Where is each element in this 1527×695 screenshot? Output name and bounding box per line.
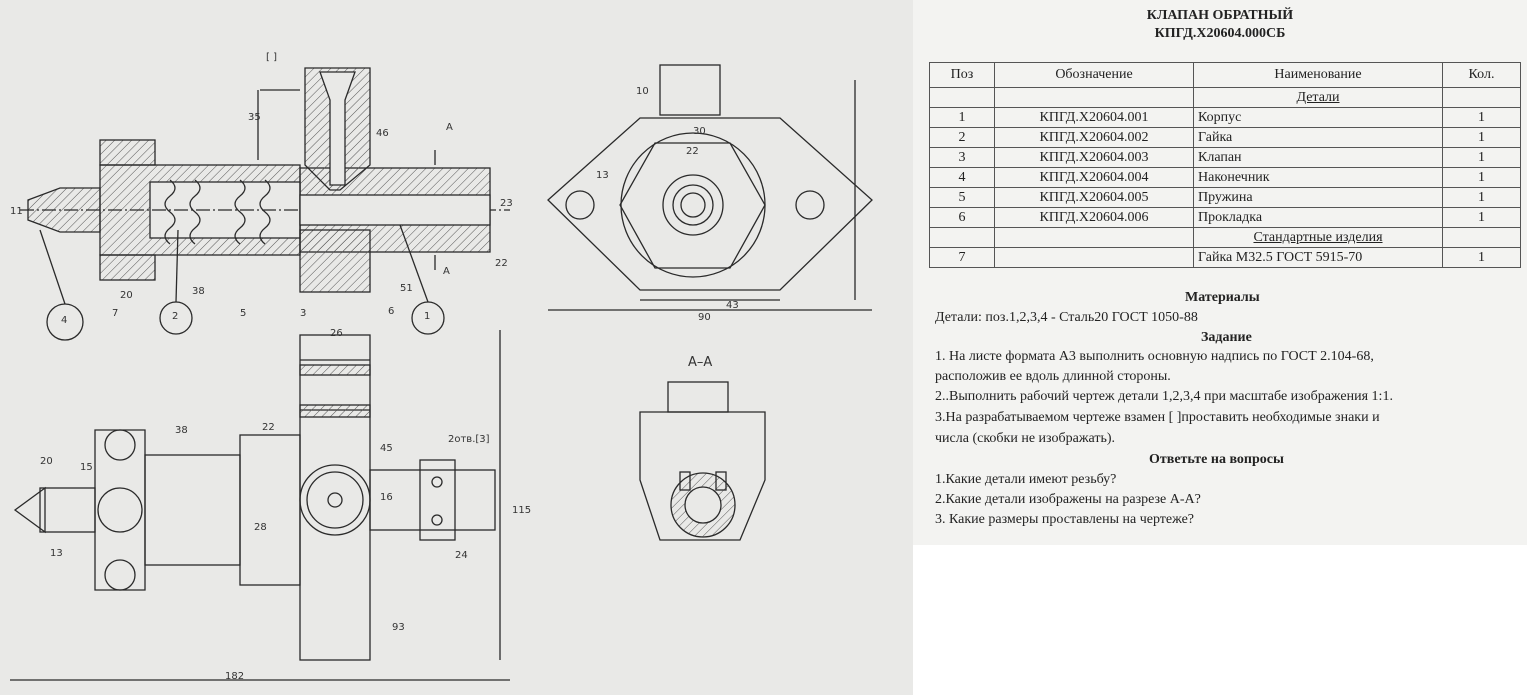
leader-5: 5	[240, 308, 247, 319]
dim-13: 13	[596, 170, 609, 181]
body-view	[299, 334, 371, 661]
section-standard-row: Стандартные изделия	[929, 227, 1521, 248]
sheet-code: КПГД.Х20604.000СБ	[1154, 26, 1286, 41]
col-name: Наименование	[1193, 62, 1443, 88]
drawing-lines	[10, 64, 873, 681]
dim-51: 51	[400, 283, 413, 294]
dim-28: 28	[254, 522, 267, 533]
materials-heading: Материалы	[1185, 290, 1260, 305]
section-standard: Стандартные изделия	[1193, 227, 1443, 248]
section-view-label: А–А	[688, 355, 713, 370]
dim-115: 115	[512, 505, 532, 516]
dim-22c: 22	[262, 422, 275, 433]
dim-16: 16	[380, 492, 393, 503]
dim-11: 11	[10, 206, 23, 217]
leader-3: 3	[300, 308, 307, 319]
question-line: 1.Какие детали имеют резьбу?	[935, 472, 1117, 487]
dim-10: 10	[636, 86, 649, 97]
dim-45: 45	[380, 443, 393, 454]
flange-outline	[547, 117, 873, 291]
dim-182: 182	[225, 671, 245, 682]
dim-46: 46	[376, 128, 389, 139]
materials-text: Детали: поз.1,2,3,4 - Сталь20 ГОСТ 1050-…	[935, 310, 1198, 325]
task-line: 1. На листе формата А3 выполнить основну…	[935, 349, 1374, 364]
dim-26: 26	[330, 328, 343, 339]
dim-43: 43	[726, 300, 739, 311]
question-line: 3. Какие размеры проставлены на чертеже?	[935, 512, 1195, 527]
spring-1	[164, 179, 176, 245]
dim-22: 22	[495, 258, 508, 269]
balloon-4-label: 4	[61, 315, 68, 326]
balloon-1-label: 1	[424, 311, 431, 322]
task-line: расположив ее вдоль длинной стороны.	[935, 369, 1171, 384]
dim-38: 38	[192, 286, 205, 297]
bracket-mark: [ ]	[266, 52, 277, 63]
dim-15: 15	[80, 462, 93, 473]
col-qty: Кол.	[1442, 62, 1521, 88]
dim-24: 24	[455, 550, 468, 561]
sheet-title: КЛАПАН ОБРАТНЫЙ	[1146, 8, 1294, 23]
section-mark-bottom: А	[443, 266, 450, 277]
leader-7: 7	[112, 308, 119, 319]
task-heading: Задание	[1201, 330, 1252, 345]
technical-drawing: А А А–А [ ] 4 2 1 3 5 6 7 35 46 51 38 20…	[0, 0, 913, 695]
task-line: числа (скобки не изображать).	[935, 431, 1116, 446]
dim-22b: 22	[686, 146, 699, 157]
dim-holes: 2отв.[3]	[448, 434, 490, 445]
dim-23: 23	[500, 198, 513, 209]
dim-35: 35	[248, 112, 261, 123]
spec-table: Поз Обозначение Наименование Кол. Детали…	[929, 62, 1521, 268]
dim-13b: 13	[50, 548, 63, 559]
balloon-2-label: 2	[172, 311, 179, 322]
col-pos: Поз	[929, 62, 995, 88]
table-header-row: Поз Обозначение Наименование Кол.	[929, 62, 1521, 88]
task-line: 3.На разрабатываемом чертеже взамен [ ]п…	[935, 410, 1380, 425]
questions-heading: Ответьте на вопросы	[1149, 452, 1284, 467]
dim-20b: 20	[40, 456, 53, 467]
section-mark-top: А	[446, 122, 453, 133]
dim-38b: 38	[175, 425, 188, 436]
task-line: 2..Выполнить рабочий чертеж детали 1,2,3…	[935, 389, 1393, 404]
leader-6: 6	[388, 306, 395, 317]
dim-20: 20	[120, 290, 133, 301]
dim-30: 30	[693, 126, 706, 137]
question-line: 2.Какие детали изображены на разрезе А-А…	[935, 492, 1201, 507]
section-details-row: Детали	[929, 87, 1521, 108]
dim-90: 90	[698, 312, 711, 323]
section-details: Детали	[1193, 87, 1443, 108]
col-code: Обозначение	[994, 62, 1194, 88]
assignment-sheet: КЛАПАН ОБРАТНЫЙ КПГД.Х20604.000СБ Поз Об…	[913, 0, 1527, 545]
dim-93: 93	[392, 622, 405, 633]
